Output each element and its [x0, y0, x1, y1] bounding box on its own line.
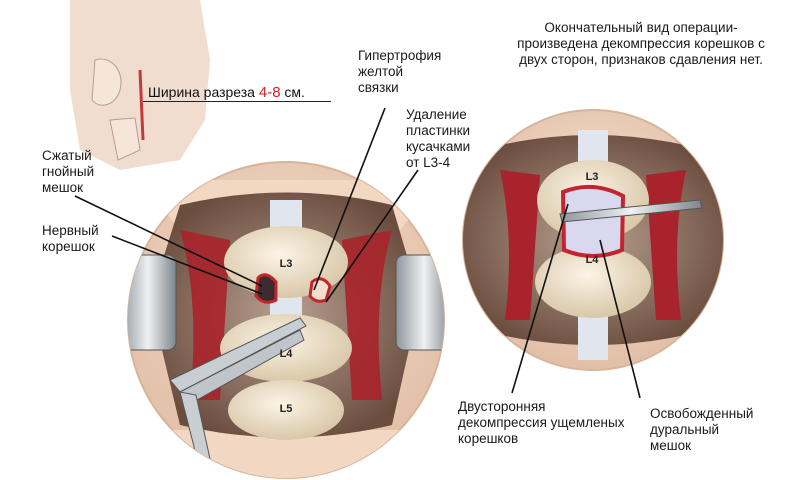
label-hypertrophy: Гипертрофия желтой связки	[358, 48, 442, 95]
incision-prefix: Ширина разреза	[148, 84, 259, 100]
incision-underline	[143, 101, 331, 102]
vertebra-l3-right: L3	[586, 171, 599, 183]
patient-back-image	[70, 0, 210, 170]
left-surgical-view: L3 L4 L5	[127, 161, 445, 479]
vertebra-l5-left: L5	[280, 403, 293, 415]
vertebra-l4-right: L4	[586, 254, 600, 266]
right-surgical-view: L3 L4	[462, 109, 724, 371]
label-compressed-sac: Сжатый гнойный мешок	[42, 148, 95, 195]
final-view-note: Окончательный вид операции- произведена …	[517, 20, 765, 67]
vertebra-l4-left: L4	[280, 348, 294, 360]
label-lamina-removal: Удаление пластинки кусачками от L3-4	[406, 107, 471, 170]
incision-width-label: Ширина разреза 4-8 см.	[148, 84, 305, 101]
incision-value: 4-8	[258, 84, 281, 101]
incision-suffix: см.	[280, 84, 305, 100]
label-nerve-root: Нервный корешок	[42, 223, 99, 254]
leader-lines	[74, 107, 641, 399]
vertebra-l3-left: L3	[280, 258, 293, 270]
label-bilateral-decompression: Двусторонняя декомпрессия ущемленых коре…	[458, 399, 625, 446]
label-released-dural-sac: Освобожденный дуральный мешок	[650, 406, 754, 453]
